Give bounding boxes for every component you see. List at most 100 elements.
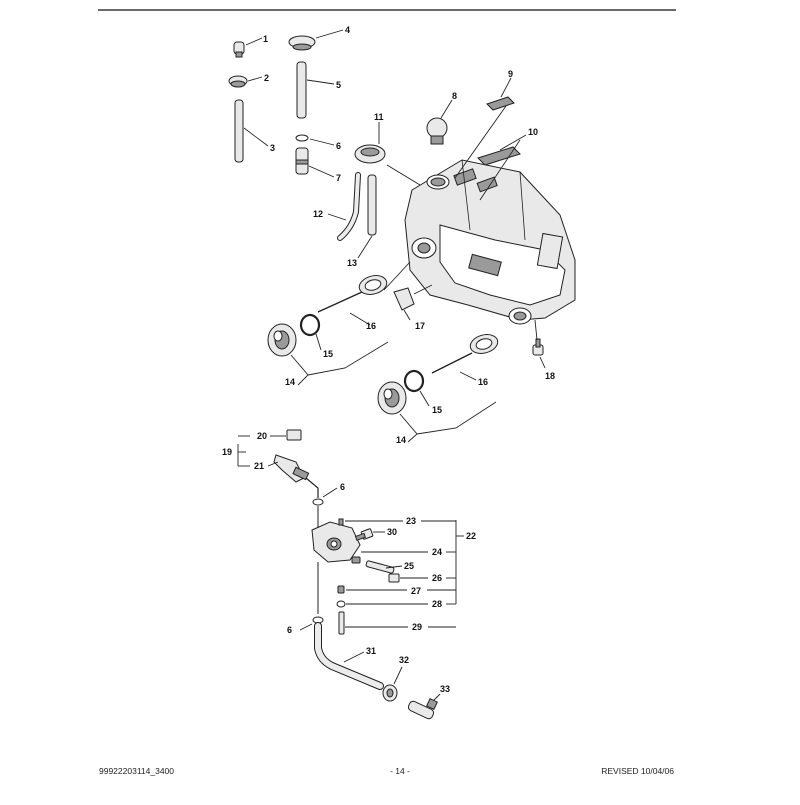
callout-27: 27 [411, 586, 421, 596]
leader-32 [393, 666, 403, 685]
leader-3 [243, 127, 269, 147]
part-29-pin [338, 611, 345, 635]
leader-21 [267, 461, 279, 467]
part-16-oil-pickup-upper [317, 275, 388, 313]
leader-8 [440, 99, 453, 119]
leader-18 [539, 356, 546, 369]
part-16-oil-pickup-lower [431, 334, 499, 374]
leader-housing-11 [386, 164, 421, 186]
leader-13 [357, 235, 373, 259]
footer-document-number: 99922203114_3400 [99, 766, 175, 776]
part-32-grommet [382, 684, 398, 702]
part-1-cap [233, 41, 245, 58]
callout-33: 33 [440, 684, 450, 694]
callout-6-middle: 6 [340, 482, 345, 492]
callout-15-upper: 15 [323, 349, 333, 359]
leader-housing-9 [454, 105, 507, 179]
part-6-oring-middle [312, 498, 324, 506]
callout-16-lower: 16 [478, 377, 488, 387]
leader-17-b [413, 284, 433, 295]
leader-33 [433, 693, 441, 701]
part-4-tank-cap [288, 35, 316, 51]
callout-30: 30 [387, 527, 397, 537]
leader-14a-b [307, 341, 389, 376]
crankcase-housing [404, 159, 576, 325]
callout-14-lower: 14 [396, 435, 406, 445]
callout-18: 18 [545, 371, 555, 381]
leader-16b [459, 371, 477, 381]
callout-5: 5 [336, 80, 341, 90]
part-14-cap-upper [267, 323, 297, 357]
part-8-primer-bulb [426, 117, 448, 145]
part-11-oil-cap [354, 144, 386, 164]
leader-15a [315, 333, 322, 351]
part-15-oring-lower [403, 369, 425, 393]
leader-housing-10 [479, 139, 521, 201]
callout-29: 29 [412, 622, 422, 632]
callout-4: 4 [345, 25, 350, 35]
footer-revision-date: REVISED 10/04/06 [601, 766, 674, 776]
part-30-screw [354, 528, 374, 541]
leader-6b [322, 487, 338, 498]
callout-28: 28 [432, 599, 442, 609]
callout-26: 26 [432, 573, 442, 583]
part-14-cap-lower [377, 381, 407, 415]
leader-1 [245, 37, 263, 46]
part-20-block [286, 429, 302, 441]
leader-31 [343, 651, 365, 663]
callout-1: 1 [263, 34, 268, 44]
leader-16a [349, 312, 371, 326]
leader-16a-b [383, 261, 411, 291]
leader-12 [327, 213, 347, 221]
leader-17 [403, 309, 411, 321]
part-18-screw [532, 338, 544, 356]
callout-2: 2 [264, 73, 269, 83]
part-26-nut [388, 573, 400, 583]
callout-9: 9 [508, 69, 513, 79]
part-22-oil-pump-body [311, 521, 361, 563]
callout-7: 7 [336, 173, 341, 183]
part-9-label [486, 96, 515, 111]
callout-25: 25 [404, 561, 414, 571]
callout-11: 11 [374, 112, 384, 122]
part-33-bushing [407, 698, 438, 720]
part-13-hose-straight [367, 174, 377, 236]
part-7-strainer [295, 147, 309, 175]
part-21-valve [273, 454, 310, 483]
part-3-tube [234, 99, 244, 163]
part-2-grommet [228, 75, 248, 88]
leader-7 [308, 165, 335, 178]
leader-10 [499, 134, 527, 151]
callout-10: 10 [528, 127, 538, 137]
part-23-pin [338, 518, 344, 526]
part-10-decal [477, 146, 521, 166]
callout-8: 8 [452, 91, 457, 101]
callout-15-lower: 15 [432, 405, 442, 415]
leader-4 [315, 29, 344, 39]
callout-6-upper: 6 [336, 141, 341, 151]
leader-5 [306, 79, 335, 85]
callout-21: 21 [254, 461, 264, 471]
part-28-washer [336, 600, 346, 608]
part-25-adjuster [365, 560, 395, 574]
part-15-oring-upper [299, 313, 321, 337]
callout-20: 20 [257, 431, 267, 441]
part-12-hose-bent [337, 172, 361, 241]
part-5-filter-hose [296, 61, 307, 119]
callout-17: 17 [415, 321, 425, 331]
callout-23: 23 [406, 516, 416, 526]
callout-31: 31 [366, 646, 376, 656]
part-6-oring-upper [295, 134, 309, 142]
callout-24: 24 [432, 547, 442, 557]
callout-6-lower: 6 [287, 625, 292, 635]
leader-6a [309, 138, 335, 146]
callout-13: 13 [347, 258, 357, 268]
footer-page-number: - 14 - [390, 766, 410, 776]
callout-32: 32 [399, 655, 409, 665]
part-31-oil-hose [314, 622, 384, 690]
leader-25 [385, 565, 403, 569]
leader-18-b [534, 319, 538, 341]
callout-22: 22 [466, 531, 476, 541]
